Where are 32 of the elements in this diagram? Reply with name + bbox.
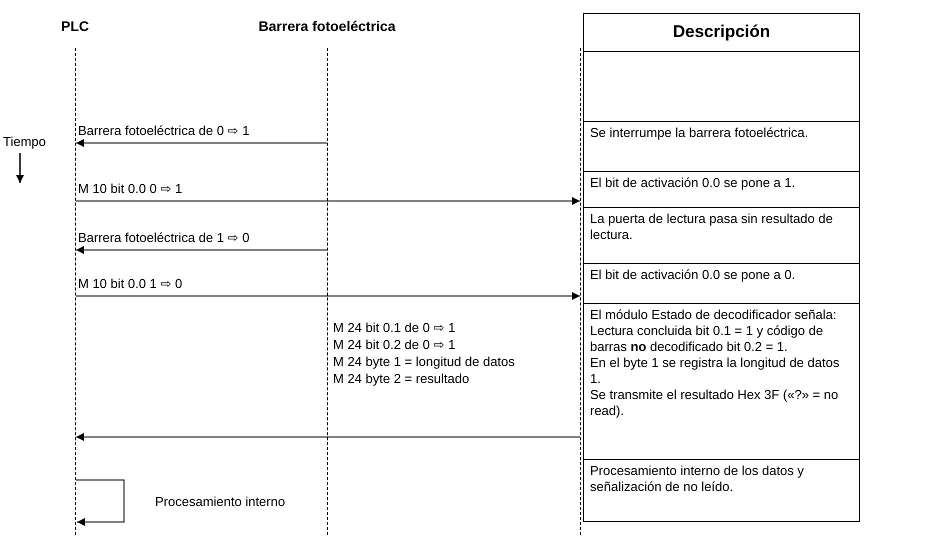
message-arrow	[76, 292, 580, 300]
lifeline	[327, 48, 328, 535]
description-text: Procesamiento interno de los datos y señalización de no leído.	[590, 463, 805, 495]
lifeline-header: PLC	[61, 18, 89, 34]
description-text: Se interrumpe la barrera fotoeléctrica.	[590, 125, 810, 141]
message-arrow	[76, 433, 580, 441]
table-header: Descripción	[672, 22, 772, 42]
note-text: M 24 bit 0.2 de 0 ⇨ 1	[333, 337, 456, 352]
note-text: M 24 bit 0.1 de 0 ⇨ 1	[333, 320, 456, 335]
description-text: El bit de activación 0.0 se pone a 1.	[590, 175, 796, 191]
note-text: M 24 byte 2 = resultado	[333, 371, 470, 386]
description-text: La puerta de lectura pasa sin resultado de lectura.	[590, 211, 834, 243]
message-arrow	[76, 197, 580, 205]
note-text: M 24 byte 1 = longitud de datos	[333, 354, 515, 369]
description-text: En el byte 1 se registra la longitud de datos 1.	[590, 355, 840, 387]
description-text: El bit de activación 0.0 se pone a 0.	[590, 267, 796, 283]
edge-label: Barrera fotoeléctrica de 1 ⇨ 0	[78, 230, 250, 245]
description-text: Se transmite el resultado Hex 3F («?» = no read).	[590, 387, 840, 419]
description-text: El módulo Estado de decodificador señala:	[590, 307, 838, 323]
description-text: Lectura concluida bit 0.1 = 1 y código de barras no decodificado bit 0.2 = 1.	[590, 323, 824, 355]
axis-label: Tiempo	[3, 134, 46, 149]
message-arrow	[76, 139, 328, 147]
edge-label: Procesamiento interno	[155, 494, 286, 509]
description-table	[583, 13, 860, 522]
edge-label: M 10 bit 0.0 1 ⇨ 0	[78, 276, 182, 291]
lifeline-header: Barrera fotoeléctrica	[258, 18, 396, 34]
message-arrow	[76, 480, 124, 526]
lifeline	[75, 48, 76, 535]
lifeline	[580, 48, 581, 535]
edge-label: M 10 bit 0.0 0 ⇨ 1	[78, 181, 182, 196]
message-arrow	[76, 246, 328, 254]
edge-label: Barrera fotoeléctrica de 0 ⇨ 1	[78, 123, 250, 138]
